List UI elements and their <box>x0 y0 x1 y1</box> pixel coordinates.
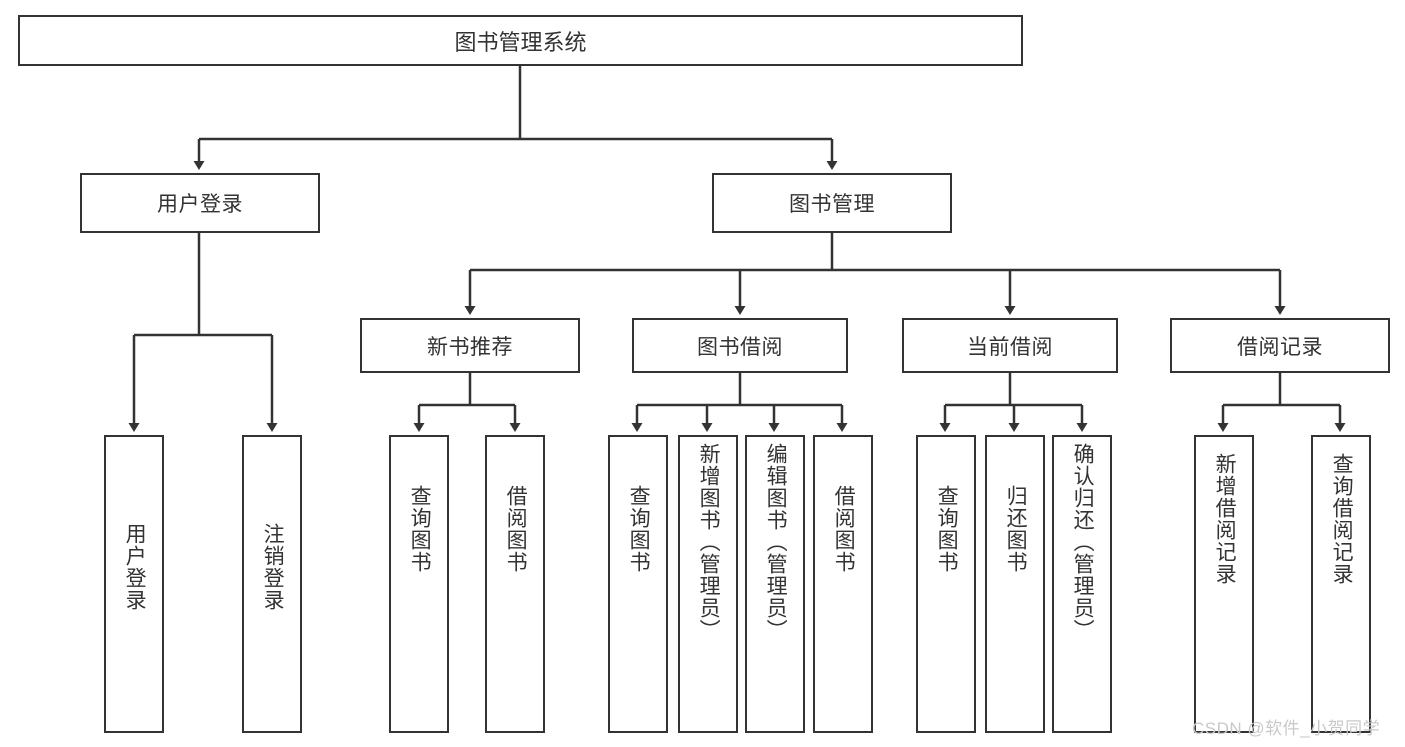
node-user-login-label: 用户登录 <box>157 193 243 216</box>
leaf-confirm-return-admin[interactable]: 确认归还（管理员） <box>1052 435 1112 733</box>
node-root-label: 图书管理系统 <box>454 29 587 55</box>
leaf-user-login-label: 用户登录 <box>123 523 147 611</box>
leaf-return-book-label: 归还图书 <box>1004 485 1028 573</box>
csdn-watermark: CSDN @软件_小贺同学 <box>1192 719 1381 738</box>
node-book-borrow[interactable]: 图书借阅 <box>632 318 848 373</box>
leaf-borrow-book-recommend[interactable]: 借阅图书 <box>485 435 545 733</box>
leaf-borrow-book-recommend-label: 借阅图书 <box>504 485 528 573</box>
node-book-management-label: 图书管理 <box>789 193 875 216</box>
leaf-edit-book-admin[interactable]: 编辑图书（管理员） <box>745 435 805 733</box>
leaf-add-borrow-record-label: 新增借阅记录 <box>1213 453 1237 585</box>
leaf-add-book-admin[interactable]: 新增图书（管理员） <box>678 435 738 733</box>
leaf-query-borrow-record-label: 查询借阅记录 <box>1330 453 1354 585</box>
node-new-book-recommend-label: 新书推荐 <box>427 335 513 359</box>
leaf-query-book-borrow[interactable]: 查询图书 <box>608 435 668 733</box>
node-current-borrow-label: 当前借阅 <box>967 335 1053 359</box>
leaf-query-book-borrow-label: 查询图书 <box>627 485 651 573</box>
leaf-return-book[interactable]: 归还图书 <box>985 435 1045 733</box>
leaf-user-login[interactable]: 用户登录 <box>104 435 164 733</box>
leaf-confirm-return-admin-label: 确认归还（管理员） <box>1071 443 1095 641</box>
node-new-book-recommend[interactable]: 新书推荐 <box>360 318 580 373</box>
node-root[interactable]: 图书管理系统 <box>18 15 1023 66</box>
node-book-management[interactable]: 图书管理 <box>712 173 952 233</box>
leaf-borrow-book-label: 借阅图书 <box>832 485 856 573</box>
leaf-edit-book-admin-label: 编辑图书（管理员） <box>764 443 788 641</box>
node-book-borrow-label: 图书借阅 <box>697 335 783 359</box>
leaf-query-book-current-label: 查询图书 <box>935 485 959 573</box>
leaf-query-book-current[interactable]: 查询图书 <box>916 435 976 733</box>
node-borrow-record[interactable]: 借阅记录 <box>1170 318 1390 373</box>
leaf-borrow-book[interactable]: 借阅图书 <box>813 435 873 733</box>
leaf-add-borrow-record[interactable]: 新增借阅记录 <box>1194 435 1254 733</box>
leaf-user-logout[interactable]: 注销登录 <box>242 435 302 733</box>
leaf-add-book-admin-label: 新增图书（管理员） <box>697 443 721 641</box>
leaf-query-borrow-record[interactable]: 查询借阅记录 <box>1311 435 1371 733</box>
leaf-query-book-recommend-label: 查询图书 <box>408 485 432 573</box>
node-user-login[interactable]: 用户登录 <box>80 173 320 233</box>
node-current-borrow[interactable]: 当前借阅 <box>902 318 1118 373</box>
leaf-user-logout-label: 注销登录 <box>261 523 285 611</box>
leaf-query-book-recommend[interactable]: 查询图书 <box>389 435 449 733</box>
node-borrow-record-label: 借阅记录 <box>1237 335 1323 359</box>
